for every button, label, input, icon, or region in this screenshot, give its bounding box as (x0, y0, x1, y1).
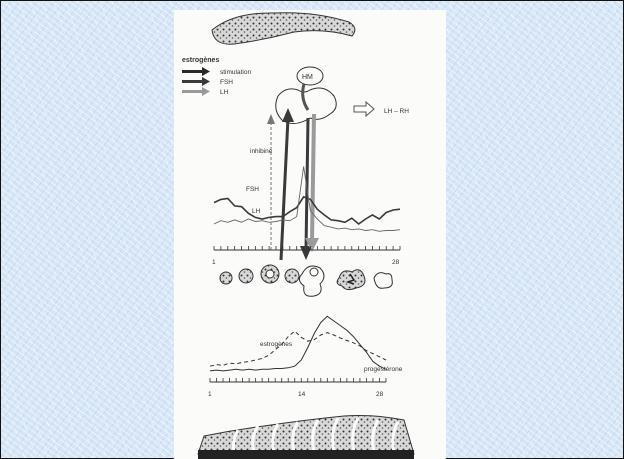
inhibine-label: inhibine (250, 148, 273, 155)
figure-panel: estrogènes stimulation FSH LH HM LH – RH… (174, 10, 446, 459)
legend-arrow-stimulation (182, 67, 210, 76)
follicle-3-cavity (266, 270, 274, 278)
progesterone-curve-label: progestérone (364, 366, 403, 373)
follicle-row (220, 265, 392, 296)
ovulating-follicle (299, 266, 324, 296)
lhrh-label: LH – RH (384, 108, 409, 115)
legend-title: estrogènes (182, 57, 219, 64)
legend-label-lh: LH (220, 89, 229, 96)
lh-release-arrow (312, 114, 314, 242)
hm-label: HM (302, 74, 313, 81)
fsh-curve-label: FSH (246, 186, 259, 193)
follicle-4 (285, 269, 299, 283)
follicle-1 (220, 272, 232, 284)
lhrh-arrow (354, 102, 374, 116)
menstrual-cycle-diagram: estrogènes stimulation FSH LH HM LH – RH… (174, 10, 446, 459)
inhibine-arrowhead (267, 114, 275, 124)
lower-axis-start: 1 (208, 391, 212, 398)
pituitary-stalk (303, 84, 308, 110)
fsh-feedback-arrow (281, 118, 288, 260)
legend-label-stimulation: stimulation (220, 69, 251, 76)
upper-axis-start: 1 (212, 259, 216, 266)
follicle-2 (239, 269, 253, 283)
fsh-feedback-arrowhead (282, 108, 294, 122)
lower-axis (210, 378, 386, 382)
corpus-luteum (337, 270, 365, 290)
lower-axis-mid: 14 (298, 391, 306, 398)
progesterone-line (210, 316, 386, 371)
estrogens-line (210, 331, 386, 366)
brain-illustration (212, 13, 355, 45)
estrogens-curve-label: estrogènes (260, 341, 293, 348)
legend-label-fsh: FSH (220, 79, 233, 86)
corpus-albicans (374, 273, 392, 289)
upper-axis-end: 28 (392, 259, 400, 266)
ovum (310, 268, 318, 276)
lh-curve-label: LH (252, 208, 261, 215)
legend-arrow-fsh (182, 77, 210, 86)
legend-arrow-lh (182, 87, 210, 96)
endometrium-illustration (198, 416, 414, 459)
lower-chart-series (210, 316, 386, 371)
lower-axis-end: 28 (376, 391, 384, 398)
